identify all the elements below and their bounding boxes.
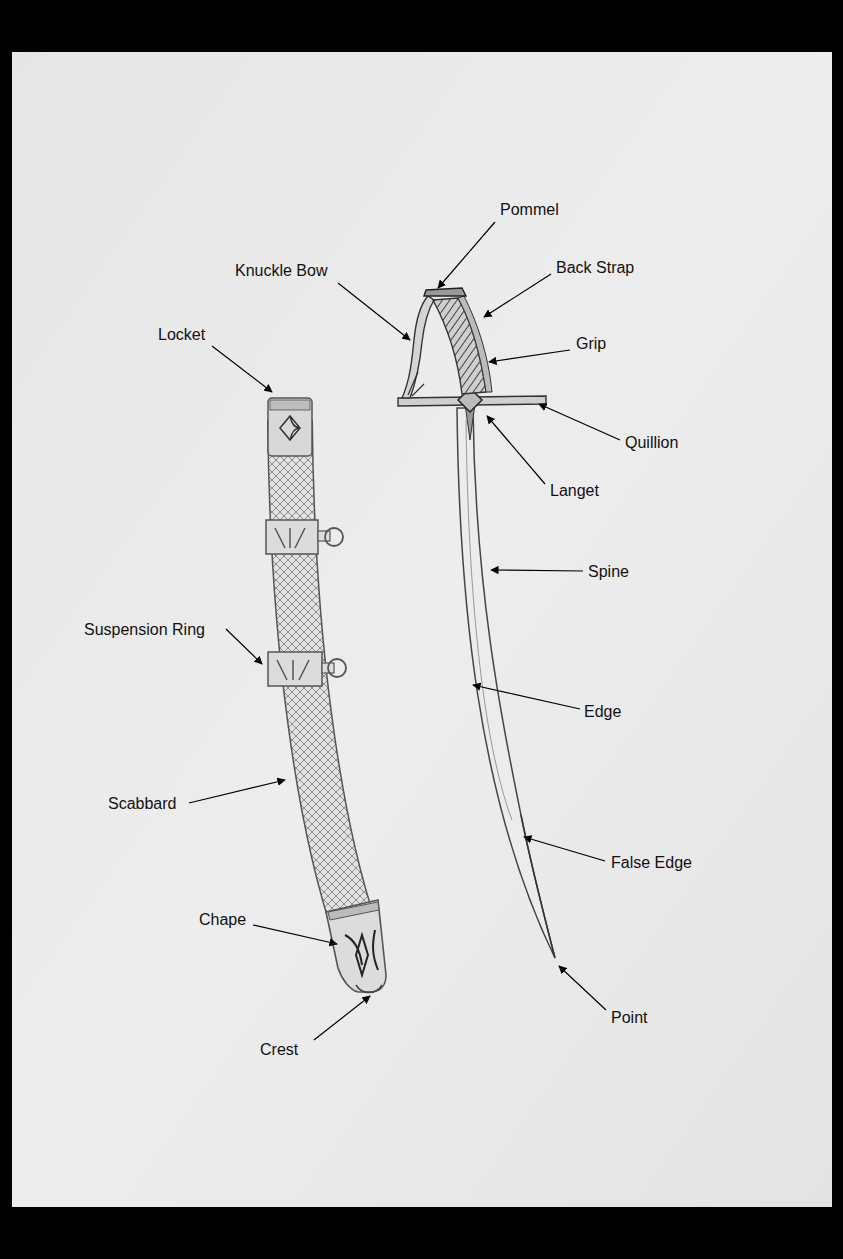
part-label: Scabbard bbox=[108, 795, 177, 813]
saber-knuckle-bow bbox=[402, 296, 434, 398]
part-label: Grip bbox=[576, 335, 606, 353]
part-label: Langet bbox=[550, 482, 599, 500]
paper bbox=[12, 52, 832, 1207]
saber-blade bbox=[457, 408, 555, 958]
part-label: Edge bbox=[584, 703, 621, 721]
part-label: Locket bbox=[158, 326, 205, 344]
part-label: Suspension Ring bbox=[84, 621, 205, 639]
part-label: Quillion bbox=[625, 434, 678, 452]
chape-crest bbox=[356, 985, 382, 993]
part-label: Chape bbox=[199, 911, 246, 929]
part-label: False Edge bbox=[611, 854, 692, 872]
part-label: Point bbox=[611, 1009, 647, 1027]
saber-pommel bbox=[424, 288, 466, 296]
part-label: Spine bbox=[588, 563, 629, 581]
part-label: Back Strap bbox=[556, 259, 634, 277]
scabbard-locket bbox=[268, 398, 312, 456]
scabbard-chape bbox=[326, 900, 386, 992]
scabbard-band bbox=[268, 652, 322, 686]
part-label: Pommel bbox=[500, 201, 559, 219]
leader-lines bbox=[189, 222, 620, 1040]
part-label: Crest bbox=[260, 1041, 298, 1059]
suspension-ring bbox=[328, 659, 346, 677]
part-label: Knuckle Bow bbox=[235, 262, 328, 280]
saber-back-strap bbox=[458, 296, 492, 392]
suspension-ring bbox=[325, 528, 343, 546]
scabbard-band bbox=[266, 520, 318, 554]
